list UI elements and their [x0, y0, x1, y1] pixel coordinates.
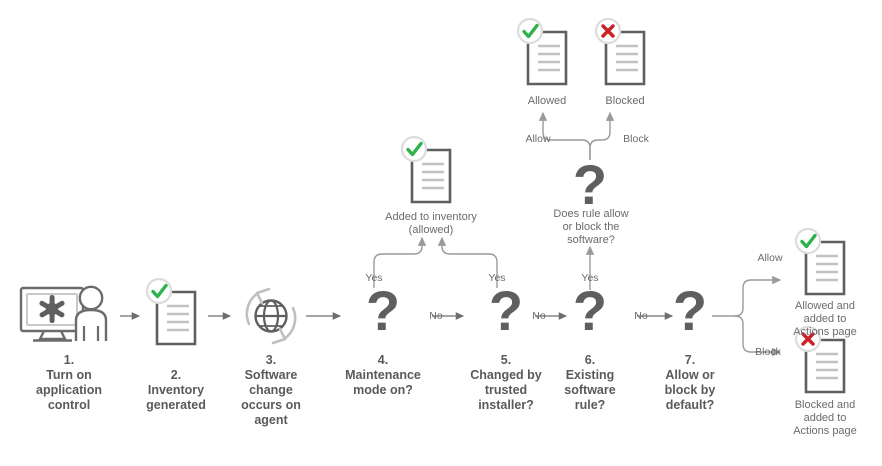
- globe-refresh-icon: [245, 287, 297, 345]
- edge-label-no-step5-step6: No: [532, 310, 546, 322]
- step-text-line: Changed by: [470, 368, 542, 382]
- step-text-line: application: [36, 383, 102, 397]
- outcome-text-line: Actions page: [793, 425, 857, 437]
- step-number: 2.: [170, 368, 182, 382]
- edge-label-yes-step6: Yes: [581, 272, 599, 284]
- question-mark-icon: ?: [572, 153, 608, 216]
- monitor-user-icon: [19, 285, 108, 342]
- edge-label-allow-rule: Allow: [525, 133, 551, 145]
- outcome-label-blocked-actions: Blocked and added to Actions page: [770, 399, 880, 438]
- document-approved-icon: [516, 18, 568, 86]
- step-text-line: mode on?: [353, 383, 413, 397]
- outcome-text-line: Allowed: [527, 95, 567, 107]
- step-text-line: software: [564, 383, 616, 397]
- step-text-line: installer?: [478, 398, 534, 412]
- step-label-1: 1. Turn on application control: [9, 353, 129, 413]
- outcome-label-allowed-actions: Allowed and added to Actions page: [770, 300, 880, 339]
- step-label-2: 2. Inventory generated: [116, 368, 236, 413]
- outcome-label-added-inventory: Added to inventory (allowed): [371, 211, 491, 237]
- step-text-line: occurs on: [241, 398, 301, 412]
- outcome-label-blocked: Blocked: [581, 95, 669, 108]
- edge-label-allow-default: Allow: [757, 252, 783, 264]
- step-text-line: agent: [254, 413, 288, 427]
- outcome-text-line: added to: [803, 313, 847, 325]
- document-approved-icon: [400, 136, 452, 204]
- step-number: 7.: [684, 353, 696, 367]
- edge-label-yes-step4: Yes: [365, 272, 383, 284]
- question-mark-icon: ?: [365, 279, 401, 342]
- step-label-3: 3. Software change occurs on agent: [211, 353, 331, 428]
- outcome-label-allowed: Allowed: [503, 95, 591, 108]
- step-number: 1.: [63, 353, 75, 367]
- decision-text-line: or block the: [562, 221, 620, 233]
- arrow-step7-allow: [734, 275, 782, 317]
- outcome-text-line: Actions page: [793, 326, 857, 338]
- edge-label-no-step6-step7: No: [634, 310, 648, 322]
- step-label-7: 7. Allow or block by default?: [630, 353, 750, 413]
- document-blocked-icon: [794, 326, 846, 394]
- step-text-line: generated: [146, 398, 206, 412]
- outcome-text-line: Allowed and: [795, 300, 855, 312]
- outcome-text-line: added to: [803, 412, 847, 424]
- decision-text-line: software?: [567, 234, 615, 246]
- step-number: 6.: [584, 353, 596, 367]
- decision-text-line: Does rule allow: [553, 208, 629, 220]
- question-mark-icon: ?: [488, 279, 524, 342]
- question-mark-icon: ?: [672, 279, 708, 342]
- outcome-text-line: Added to inventory: [385, 211, 477, 223]
- edge-label-block-default: Block: [755, 346, 781, 358]
- arrow-step4-yes: [373, 236, 427, 288]
- step-number: 4.: [377, 353, 389, 367]
- step-text-line: block by: [664, 383, 716, 397]
- question-mark-icon: ?: [572, 279, 608, 342]
- step-text-line: Maintenance: [345, 368, 421, 382]
- document-blocked-icon: [594, 18, 646, 86]
- outcome-text-line: (allowed): [408, 224, 454, 236]
- step-text-line: change: [249, 383, 293, 397]
- edge-label-no-step4-step5: No: [429, 310, 443, 322]
- arrow-rule-allow: [538, 111, 591, 160]
- edge-label-yes-step5: Yes: [488, 272, 506, 284]
- outcome-text-line: Blocked: [605, 95, 645, 107]
- step-text-line: control: [47, 398, 91, 412]
- step-text-line: default?: [665, 398, 715, 412]
- decision-label-rule: Does rule allow or block the software?: [533, 208, 649, 247]
- arrow-step7-block: [734, 315, 782, 357]
- outcome-text-line: Blocked and: [794, 399, 856, 411]
- step-label-5: 5. Changed by trusted installer?: [446, 353, 566, 413]
- step-number: 3.: [265, 353, 277, 367]
- step-text-line: rule?: [574, 398, 606, 412]
- step-text-line: Allow or: [665, 368, 715, 382]
- step-text-line: Software: [244, 368, 298, 382]
- arrow-step5-yes: [437, 236, 498, 288]
- arrow-rule-block: [589, 111, 615, 160]
- step-label-4: 4. Maintenance mode on?: [323, 353, 443, 398]
- step-number: 5.: [500, 353, 512, 367]
- step-label-6: 6. Existing software rule?: [530, 353, 650, 413]
- step-text-line: Inventory: [147, 383, 205, 397]
- step-text-line: trusted: [484, 383, 528, 397]
- step-text-line: Turn on: [46, 368, 92, 382]
- step-text-line: Existing: [565, 368, 615, 382]
- document-approved-icon: [794, 228, 846, 296]
- document-approved-icon: [145, 278, 197, 346]
- edge-label-block-rule: Block: [623, 133, 649, 145]
